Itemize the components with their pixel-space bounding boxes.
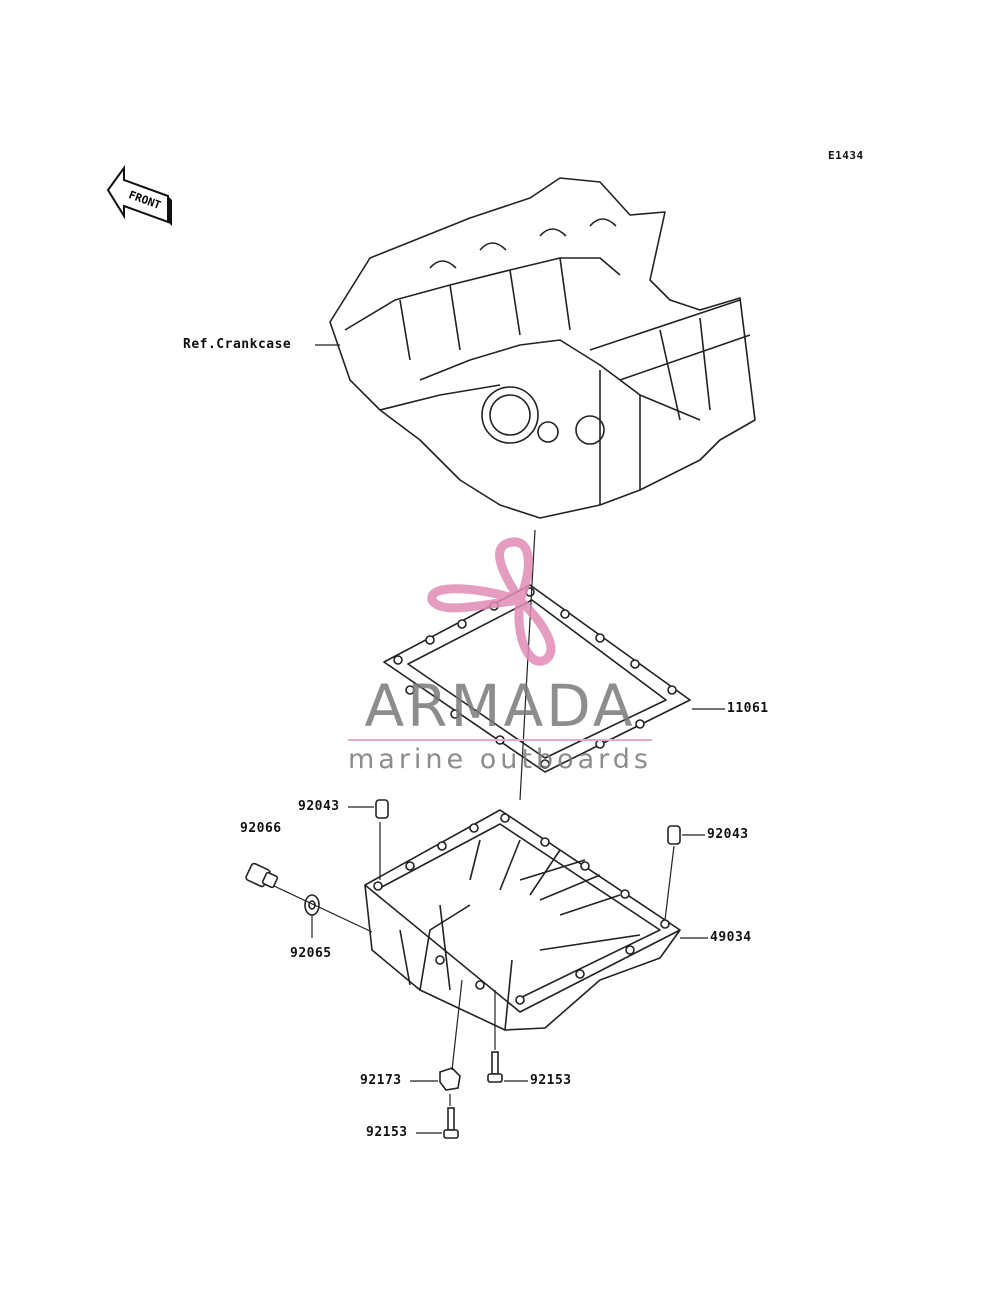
front-arrow-icon: FRONT	[106, 164, 172, 226]
watermark-subtitle: marine outboards	[347, 744, 652, 775]
label-washer: 92065	[290, 946, 332, 961]
label-oil-pan: 49034	[710, 930, 752, 945]
watermark-title: ARMADA	[364, 672, 636, 740]
armada-logo-icon	[427, 537, 556, 666]
pin-left-drawing	[375, 799, 389, 819]
label-bolt-right: 92153	[530, 1073, 572, 1088]
label-bolt-left: 92153	[366, 1125, 408, 1140]
label-gasket: 11061	[727, 701, 769, 716]
diagram-code: E1434	[828, 149, 864, 162]
crankcase-drawing	[329, 177, 756, 519]
label-crankcase: Ref.Crankcase	[183, 337, 292, 352]
label-pin-left: 92043	[298, 799, 340, 814]
watermark-divider	[348, 739, 652, 741]
pin-right-drawing	[667, 825, 681, 845]
bolt-left-drawing	[443, 1107, 459, 1139]
washer-drawing	[304, 894, 320, 916]
oil-pan-drawing	[364, 809, 681, 1031]
label-pin-right: 92043	[707, 827, 749, 842]
label-clamp: 92173	[360, 1073, 402, 1088]
label-drain-plug: 92066	[240, 821, 282, 836]
leader-lines	[273, 344, 725, 1134]
clamp-drawing	[439, 1067, 461, 1091]
bolt-right-drawing	[487, 1051, 503, 1083]
drain-plug-drawing	[245, 862, 279, 889]
